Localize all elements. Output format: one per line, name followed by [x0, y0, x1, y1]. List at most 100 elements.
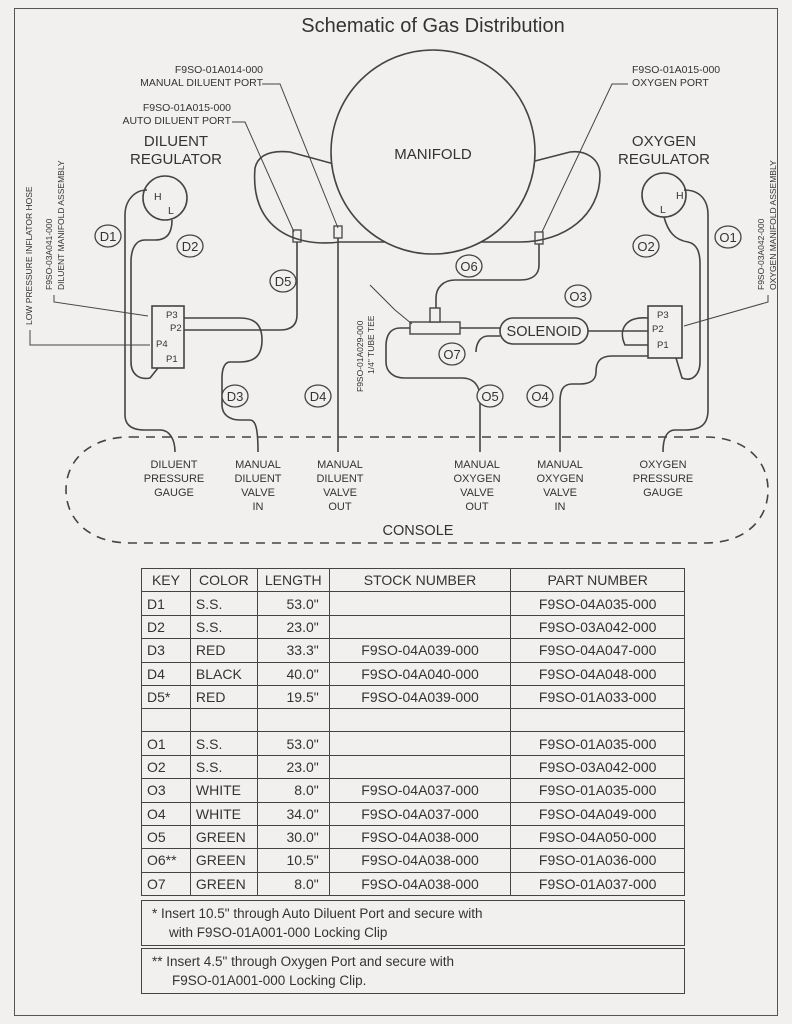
cell-key	[141, 708, 191, 733]
svg-text:IN: IN	[253, 501, 264, 513]
cell-color: S.S.	[189, 731, 258, 756]
console-manual-diluent-valve-out: MANUAL DILUENT VALVE OUT	[316, 459, 363, 513]
cell-part-number: F9SO-01A035-000	[510, 778, 685, 803]
key-d5: D5	[269, 269, 297, 293]
svg-text:OUT: OUT	[465, 501, 489, 513]
svg-text:PRESSURE: PRESSURE	[144, 473, 205, 485]
cell-length: 10.5"	[256, 848, 330, 873]
cell-color: S.S.	[189, 614, 258, 640]
cell-length	[256, 708, 330, 733]
header-color: COLOR	[189, 567, 258, 593]
svg-text:DILUENT: DILUENT	[150, 459, 197, 471]
cell-color: GREEN	[189, 824, 258, 850]
console-manual-diluent-valve-in: MANUAL DILUENT VALVE IN	[234, 459, 281, 513]
key-o5: O5	[476, 384, 504, 408]
svg-text:D1: D1	[100, 229, 117, 244]
cell-stock-number	[328, 708, 512, 733]
tube-key-markers: D1 D2 D3 D4 D5 O1 O2 O3 O4 O5 O6 O7	[94, 224, 742, 408]
console-diluent-pressure-gauge: DILUENT PRESSURE GAUGE	[144, 459, 205, 499]
cell-stock-number	[328, 754, 512, 780]
header-length: LENGTH	[256, 567, 330, 593]
cell-color: S.S.	[189, 754, 258, 780]
oxygen-manifold-label: OXYGEN MANIFOLD ASSEMBLY	[768, 160, 778, 290]
footnote-single-asterisk: * Insert 10.5" through Auto Diluent Port…	[141, 900, 685, 946]
cell-stock-number: F9SO-04A038-000	[328, 871, 512, 897]
table-row	[141, 708, 685, 733]
cell-length: 23.0"	[256, 754, 330, 780]
cell-part-number: F9SO-01A036-000	[510, 848, 685, 873]
cell-length: 30.0"	[256, 824, 330, 850]
cell-stock-number: F9SO-04A037-000	[328, 801, 512, 826]
svg-text:DILUENT: DILUENT	[234, 473, 281, 485]
cell-color	[189, 708, 258, 733]
cell-stock-number: F9SO-04A038-000	[328, 848, 512, 873]
cell-length: 8.0"	[256, 778, 330, 803]
parts-table: KEY COLOR LENGTH STOCK NUMBER PART NUMBE…	[141, 567, 685, 897]
cell-part-number: F9SO-03A042-000	[510, 614, 685, 640]
svg-text:O3: O3	[569, 289, 586, 304]
oxygen-port	[534, 231, 544, 245]
cell-part-number: F9SO-01A033-000	[510, 684, 685, 710]
cell-part-number: F9SO-04A035-000	[510, 591, 685, 616]
svg-text:D2: D2	[182, 239, 199, 254]
oxygen-manifold-part: F9SO-03A042-000	[756, 218, 766, 290]
oxygen-regulator-label-1: OXYGEN	[632, 133, 696, 150]
diluent-gauge-h: H	[154, 191, 162, 203]
cell-color: S.S.	[189, 591, 258, 616]
oxygen-port-p1: P1	[657, 340, 669, 351]
cell-stock-number	[328, 591, 512, 616]
manifold-body	[253, 150, 601, 244]
schematic-title: Schematic of Gas Distribution	[301, 15, 564, 37]
cell-length: 53.0"	[256, 591, 330, 616]
key-o1: O1	[714, 225, 742, 249]
oxygen-gauge-l: L	[660, 204, 666, 216]
diluent-regulator-label-2: REGULATOR	[130, 151, 222, 168]
footnote-1-line-2: with F9SO-01A001-000 Locking Clip	[169, 925, 388, 940]
key-d2: D2	[176, 234, 204, 258]
cell-color: WHITE	[189, 801, 258, 826]
tube-tee-part: F9SO-01A029-000	[355, 320, 365, 392]
oxygen-port-p3: P3	[657, 310, 669, 321]
key-o4: O4	[526, 384, 554, 408]
cell-key: D4	[141, 661, 191, 686]
cell-key: D1	[141, 591, 191, 616]
svg-text:VALVE: VALVE	[323, 487, 357, 499]
manual-diluent-port-part: F9SO-01A014-000	[175, 64, 263, 76]
header-stock-number: STOCK NUMBER	[328, 567, 512, 593]
console-label: CONSOLE	[383, 523, 454, 539]
tube-tee-stem	[429, 307, 441, 323]
key-o7: O7	[438, 342, 466, 366]
oxygen-port-p2: P2	[652, 324, 664, 335]
tubing	[124, 189, 709, 453]
cell-length: 23.0"	[256, 614, 330, 640]
svg-text:MANUAL: MANUAL	[317, 459, 363, 471]
svg-text:D4: D4	[310, 389, 327, 404]
auto-diluent-port-part: F9SO-01A015-000	[143, 102, 231, 114]
cell-part-number: F9SO-01A035-000	[510, 731, 685, 756]
solenoid-label: SOLENOID	[507, 324, 582, 340]
svg-text:D3: D3	[227, 389, 244, 404]
key-o2: O2	[632, 234, 660, 258]
diluent-regulator-gauge	[142, 175, 188, 221]
diluent-regulator-body	[151, 305, 185, 369]
cell-key: O3	[141, 778, 191, 803]
low-pressure-hose-label: LOW PRESSURE INFLATOR HOSE	[24, 186, 34, 325]
console-manual-oxygen-valve-out: MANUAL OXYGEN VALVE OUT	[453, 459, 500, 513]
cell-color: GREEN	[189, 848, 258, 873]
oxygen-port-label: OXYGEN PORT	[632, 77, 709, 89]
diluent-port-p1: P1	[166, 354, 178, 365]
header-key: KEY	[141, 567, 191, 593]
cell-stock-number: F9SO-04A037-000	[328, 778, 512, 803]
svg-text:OUT: OUT	[328, 501, 352, 513]
key-d1: D1	[94, 224, 122, 248]
svg-text:VALVE: VALVE	[460, 487, 494, 499]
oxygen-regulator-body	[647, 305, 683, 359]
svg-text:MANUAL: MANUAL	[454, 459, 500, 471]
footnote-double-asterisk: ** Insert 4.5" through Oxygen Port and s…	[141, 948, 685, 994]
cell-color: RED	[189, 638, 258, 663]
